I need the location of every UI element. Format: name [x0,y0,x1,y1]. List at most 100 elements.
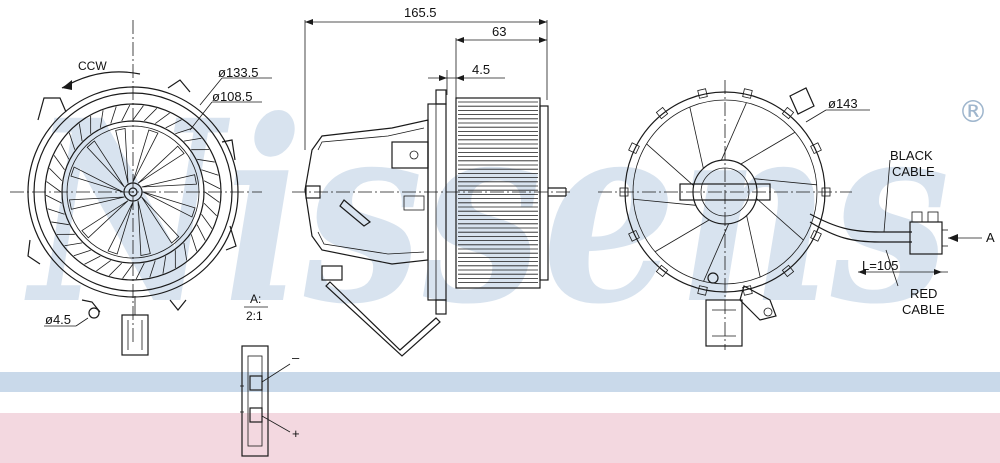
wheel-spoke [132,129,159,183]
housing-lug [781,106,795,120]
side-view: 165.5 63 4.5 [292,5,572,357]
red-cable-label-line2: CABLE [902,302,945,317]
registered-mark-icon: ® [958,95,988,130]
fan-blade [121,104,131,122]
rear-spoke [654,219,710,253]
wheel-spoke [86,140,125,188]
rear-spoke [740,131,796,165]
fan-blade [84,255,101,265]
wheel-spoke [141,174,197,188]
fan-blade [165,119,182,129]
view-ref-label: A [986,230,995,245]
fan-blade [203,202,217,217]
fan-blade [204,191,220,203]
rear-spoke [689,106,704,169]
housing-lug [697,88,708,99]
fan-blade [122,263,134,279]
fan-blade [64,242,83,247]
housing-lug [628,142,640,155]
fan-blade [51,221,69,226]
rear-spoke [756,198,804,241]
wheel-length-label: 63 [492,24,506,39]
housing-lug [810,229,822,242]
housing-lug [655,264,669,278]
housing-lug [628,229,640,242]
fan-blade [175,127,193,135]
fan-blade-ring [45,104,221,280]
fan-blade [60,143,70,160]
connector-detail: – + [240,345,300,457]
fan-blade [110,106,117,124]
wheel-spoke [137,200,151,256]
fan-blade [47,208,65,215]
housing-diameter-label: ø143 [828,96,858,111]
rear-spokes [633,102,817,282]
housing-lug [655,106,669,120]
cable-length-label: L=105 [862,258,899,273]
fan-blade [132,105,144,121]
rear-view: ø143 A BLACK CABLE RED CABLE L=105 [598,80,995,350]
fan-blade [201,214,213,229]
offset-label: 4.5 [472,62,490,77]
rear-spoke [720,102,747,161]
fan-blade [46,181,62,193]
black-cable-label-line1: BLACK [890,148,933,163]
fan-blade [203,180,221,190]
fan-blade [143,108,158,122]
fan-blade [53,155,65,170]
rear-spoke [746,215,761,278]
wheel-spoke [81,200,129,239]
fan-blade [49,167,63,182]
fan-blade [196,224,206,241]
fan-blade [96,260,111,272]
front-view: CCW ø133.5 ø108.5 ø4.5 [10,20,272,356]
fan-blade [162,256,167,274]
wheel-spoke [69,196,125,210]
rear-spoke [633,198,696,206]
fan-blade [183,137,202,142]
rear-spoke [754,178,817,186]
housing-lug [619,187,629,197]
housing-lug [742,88,753,99]
housing-lug [810,142,822,155]
rear-spoke [646,143,694,186]
plus-terminal-label: + [292,426,300,441]
housing-lug [781,264,795,278]
rotation-label: CCW [78,59,107,73]
wheel-spoke [107,201,134,255]
detail-scale-label: 2:1 [246,309,263,323]
wheel-spoke [115,128,129,184]
black-cable-label-line2: CABLE [892,164,935,179]
housing-lug [821,187,831,197]
fan-blade [108,262,123,276]
detail-ref-label: A: [250,292,261,306]
fan-blade [73,249,91,257]
fan-blade [190,234,198,252]
outer-diameter-label: ø133.5 [218,65,258,80]
fan-blade [99,110,104,128]
fan-blade [201,169,219,176]
hole-diameter-label: ø4.5 [45,312,71,327]
fan-blade [68,132,76,150]
wheel-fins [458,101,538,284]
rear-lugs [619,88,831,296]
fan-blade [197,158,215,163]
fan-blade [149,260,156,278]
fan-blade [155,112,170,124]
fan-blade [183,242,188,261]
wheel-spoke [70,166,124,193]
housing-lug [697,285,708,296]
fan-blade [135,262,145,280]
minus-terminal-label: – [292,350,300,365]
wheel-spoke [142,191,196,218]
wheel-spoke [137,145,185,184]
fan-blade [78,123,83,142]
overall-length-label: 165.5 [404,5,437,20]
wheel-spokes [69,128,197,256]
pink-band [0,413,1000,463]
red-cable-label-line1: RED [910,286,937,301]
rear-spoke [703,223,730,282]
inner-diameter-label: ø108.5 [212,89,252,104]
wheel-spoke [141,196,180,244]
